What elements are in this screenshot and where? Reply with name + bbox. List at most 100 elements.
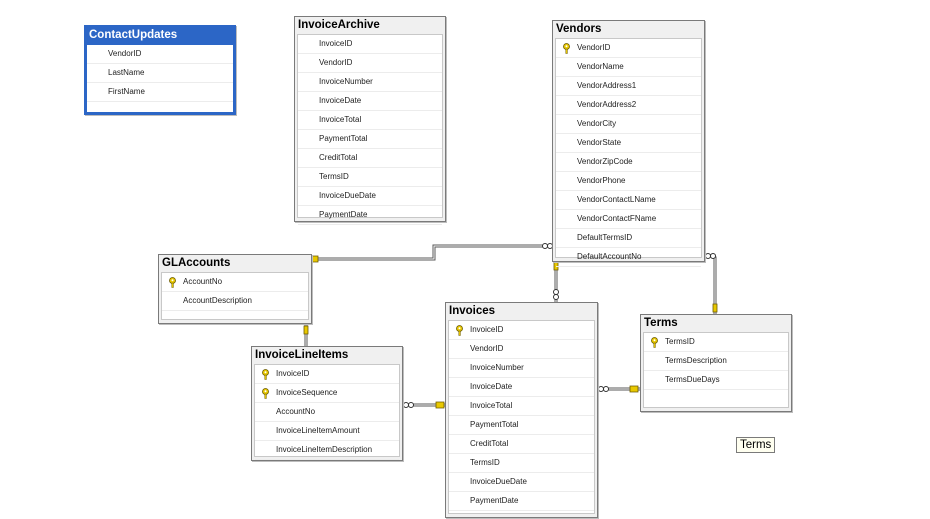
- column-row[interactable]: InvoiceID: [255, 365, 399, 384]
- column-name: InvoiceID: [276, 369, 310, 378]
- column-row[interactable]: InvoiceID: [298, 35, 442, 54]
- column-row[interactable]: TermsID: [449, 454, 594, 473]
- column-name: InvoiceTotal: [470, 401, 513, 410]
- table-title[interactable]: Vendors: [556, 23, 602, 35]
- column-name: DefaultAccountNo: [577, 252, 642, 261]
- table-title[interactable]: InvoiceArchive: [298, 19, 380, 31]
- column-name: InvoiceDate: [319, 96, 362, 105]
- column-name: InvoiceDueDate: [319, 191, 376, 200]
- column-name: TermsID: [470, 458, 500, 467]
- column-row[interactable]: FirstName: [87, 83, 233, 102]
- column-row[interactable]: VendorID: [449, 340, 594, 359]
- column-row[interactable]: InvoiceID: [449, 321, 594, 340]
- column-row[interactable]: InvoiceNumber: [298, 73, 442, 92]
- column-row[interactable]: VendorAddress2: [556, 96, 701, 115]
- table-title[interactable]: GLAccounts: [162, 257, 231, 269]
- primary-key-icon: [261, 369, 270, 380]
- column-name: InvoiceNumber: [470, 363, 524, 372]
- many-end-icon: [553, 289, 559, 295]
- column-name: LastName: [108, 68, 145, 77]
- column-row[interactable]: VendorName: [556, 58, 701, 77]
- column-row[interactable]: DefaultTermsID: [556, 229, 701, 248]
- column-row[interactable]: CreditTotal: [449, 435, 594, 454]
- column-name: TermsID: [665, 337, 695, 346]
- column-row[interactable]: InvoiceTotal: [298, 111, 442, 130]
- column-name: VendorAddress2: [577, 100, 637, 109]
- column-name: DefaultTermsID: [577, 233, 633, 242]
- column-row[interactable]: PaymentTotal: [449, 416, 594, 435]
- column-name: VendorCity: [577, 119, 617, 128]
- column-row[interactable]: VendorID: [556, 39, 701, 58]
- table-title[interactable]: Terms: [644, 317, 678, 329]
- key-end-icon: [303, 325, 309, 335]
- column-row[interactable]: PaymentDate: [298, 206, 442, 225]
- column-name: VendorState: [577, 138, 622, 147]
- column-name: InvoiceNumber: [319, 77, 373, 86]
- column-row[interactable]: AccountDescription: [162, 292, 308, 311]
- key-end-icon: [435, 401, 445, 409]
- column-name: VendorID: [470, 344, 504, 353]
- column-row[interactable]: InvoiceDueDate: [298, 187, 442, 206]
- column-row[interactable]: VendorAddress1: [556, 77, 701, 96]
- column-row[interactable]: PaymentTotal: [298, 130, 442, 149]
- table-title[interactable]: Invoices: [449, 305, 496, 317]
- column-name: VendorName: [577, 62, 624, 71]
- column-row[interactable]: InvoiceNumber: [449, 359, 594, 378]
- column-row[interactable]: InvoiceSequence: [255, 384, 399, 403]
- column-row[interactable]: VendorContactFName: [556, 210, 701, 229]
- column-row[interactable]: InvoiceDate: [298, 92, 442, 111]
- column-row[interactable]: CreditTotal: [298, 149, 442, 168]
- column-row[interactable]: TermsDescription: [644, 352, 788, 371]
- column-name: InvoiceLineItemDescription: [276, 445, 373, 454]
- column-row[interactable]: PaymentDate: [449, 492, 594, 511]
- column-row[interactable]: VendorZipCode: [556, 153, 701, 172]
- key-end-icon: [712, 303, 718, 313]
- many-end-icon: [705, 253, 711, 259]
- column-row[interactable]: InvoiceLineItemAmount: [255, 422, 399, 441]
- column-row[interactable]: InvoiceDate: [449, 378, 594, 397]
- column-name: CreditTotal: [319, 153, 358, 162]
- column-row[interactable]: TermsID: [298, 168, 442, 187]
- relation-vendors-glaccounts: [316, 244, 552, 259]
- column-name: VendorAddress1: [577, 81, 637, 90]
- column-row[interactable]: VendorPhone: [556, 172, 701, 191]
- column-row[interactable]: AccountNo: [255, 403, 399, 422]
- column-name: VendorID: [319, 58, 353, 67]
- column-row[interactable]: AccountNo: [162, 273, 308, 292]
- column-name: VendorID: [108, 49, 142, 58]
- column-row[interactable]: VendorCity: [556, 115, 701, 134]
- column-row[interactable]: DefaultAccountNo: [556, 248, 701, 267]
- column-name: AccountNo: [276, 407, 316, 416]
- column-row[interactable]: InvoiceDueDate: [449, 473, 594, 492]
- column-row[interactable]: TermsDueDays: [644, 371, 788, 390]
- column-name: InvoiceDate: [470, 382, 513, 391]
- column-row[interactable]: VendorContactLName: [556, 191, 701, 210]
- column-row[interactable]: LastName: [87, 64, 233, 83]
- column-row[interactable]: TermsID: [644, 333, 788, 352]
- terms-tooltip: Terms: [736, 437, 776, 453]
- column-row[interactable]: VendorState: [556, 134, 701, 153]
- key-end-icon: [311, 255, 319, 263]
- table-title[interactable]: InvoiceLineItems: [255, 349, 349, 361]
- primary-key-icon: [455, 325, 464, 336]
- column-row[interactable]: VendorID: [87, 45, 233, 64]
- table-title[interactable]: ContactUpdates: [89, 29, 178, 41]
- column-row[interactable]: InvoiceLineItemDescription: [255, 441, 399, 460]
- column-row[interactable]: VendorID: [298, 54, 442, 73]
- many-end-icon: [403, 402, 409, 408]
- column-name: VendorContactLName: [577, 195, 656, 204]
- column-name: CreditTotal: [470, 439, 509, 448]
- column-row[interactable]: InvoiceTotal: [449, 397, 594, 416]
